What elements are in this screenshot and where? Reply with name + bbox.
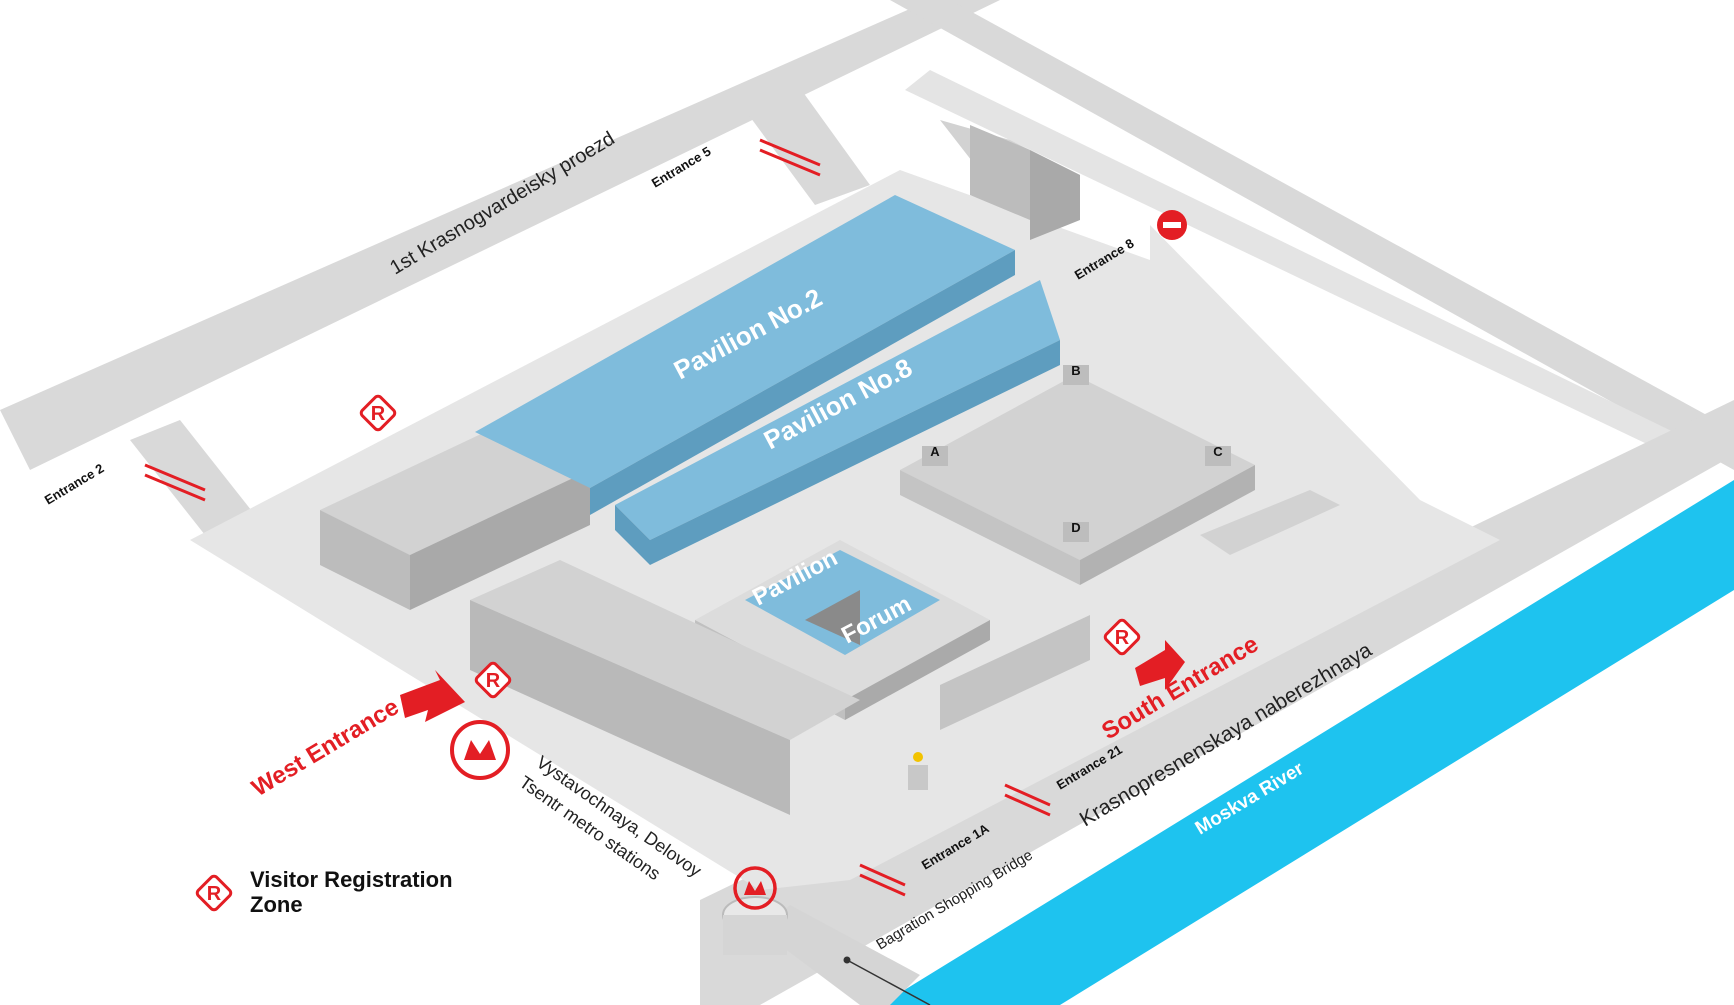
svg-text:B: B (1071, 363, 1080, 378)
registration-r-icon (194, 873, 234, 913)
two-way-arrow-icon (759, 138, 821, 177)
two-way-arrow-icon (1004, 783, 1051, 817)
svg-text:C: C (1213, 444, 1223, 459)
svg-text:D: D (1071, 520, 1080, 535)
entrance-2-label: Entrance 2 (42, 460, 107, 507)
church-icon (908, 752, 928, 790)
road-east-outer (890, 0, 1734, 470)
metro-tunnel (722, 896, 931, 1005)
no-entry-icon (1157, 210, 1187, 240)
west-building (320, 425, 590, 610)
svg-text:A: A (930, 444, 940, 459)
se-buildings (940, 490, 1340, 730)
entry-arrow-icon (400, 670, 465, 722)
moskva-river (880, 480, 1734, 1005)
registration-r-icon (358, 393, 398, 433)
tower-c: C (1205, 444, 1231, 466)
entry-arrow-icon (1135, 640, 1185, 690)
legend-title-line2: Zone (250, 892, 303, 917)
expo-hall: A B C D (900, 363, 1255, 585)
ne-building (940, 120, 1080, 240)
two-way-arrow-icon (859, 863, 906, 897)
street-north-label: 1st Krasnogvardeisky proezd (386, 128, 618, 280)
road-east-inner (905, 70, 1690, 455)
west-entrance-label: West Entrance (247, 693, 403, 802)
sw-buildings (470, 560, 860, 815)
pavilion-2 (475, 195, 1015, 515)
tower-a: A (922, 444, 948, 466)
tower-d: D (1063, 520, 1089, 542)
legend-title-line1: Visitor Registration (250, 867, 453, 892)
pavilion-8 (615, 280, 1060, 565)
road-north (0, 0, 1000, 470)
two-way-arrow-icon (144, 463, 206, 502)
venue-plaza (190, 170, 1500, 890)
moscow-metro-icon (450, 720, 510, 780)
entrance-2-road (130, 420, 255, 535)
tower-b: B (1063, 363, 1089, 385)
moscow-metro-icon (733, 866, 777, 910)
entrance-5-road (745, 88, 870, 205)
